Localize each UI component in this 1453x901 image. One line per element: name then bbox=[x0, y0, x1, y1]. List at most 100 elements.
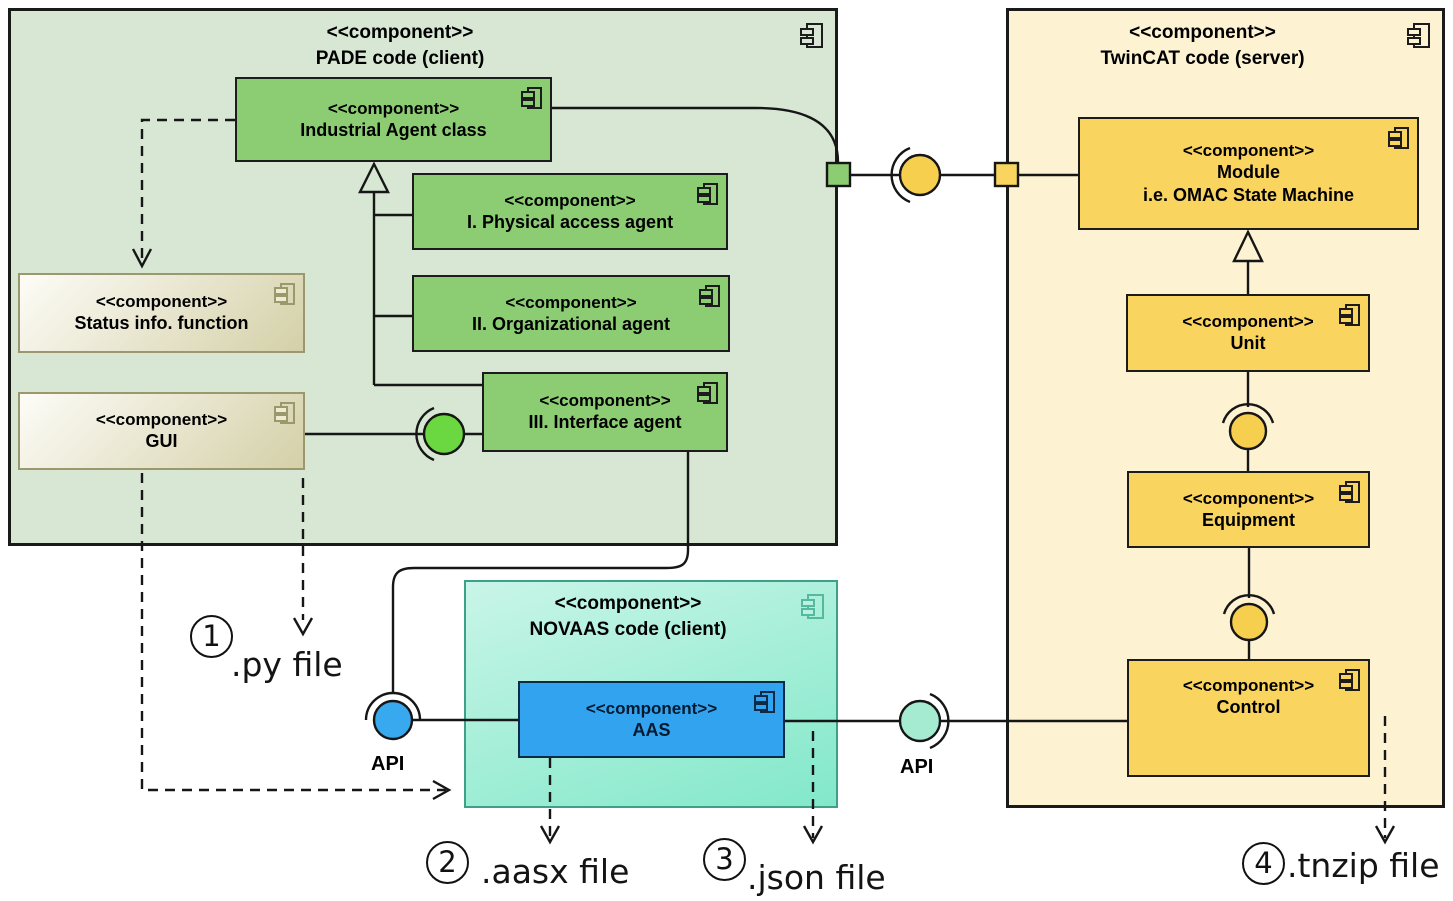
component-name: Industrial Agent class bbox=[300, 119, 487, 140]
stereotype-label: <<component>> bbox=[1182, 312, 1314, 331]
interface-unit-to-equipment bbox=[1221, 372, 1275, 471]
component-industrial-agent-class: <<component>> Industrial Agent class bbox=[235, 77, 552, 162]
component-name: Status info. function bbox=[74, 313, 249, 333]
component-module-omac-state-machine: <<component>> Module i.e. OMAC State Mac… bbox=[1078, 117, 1419, 230]
interface-pade-to-twincat bbox=[850, 146, 995, 204]
provided-interface-ball bbox=[1228, 411, 1268, 451]
annotation-label-tnzip-file: .tnzip file bbox=[1287, 846, 1440, 885]
component-icon bbox=[699, 285, 720, 307]
annotation-number-2: 2 bbox=[426, 841, 469, 884]
socket-arc bbox=[929, 692, 950, 750]
stereotype-label: <<component>> bbox=[554, 593, 702, 614]
stereotype-label: <<component>> bbox=[504, 190, 636, 210]
arrowhead bbox=[432, 779, 452, 801]
interface-equipment-to-control bbox=[1222, 548, 1276, 659]
port-pade bbox=[825, 161, 852, 188]
stereotype-label: <<component>> bbox=[1182, 676, 1315, 695]
arrowhead bbox=[292, 617, 314, 637]
stereotype-label: <<component>> bbox=[327, 98, 460, 118]
provided-interface-ball bbox=[372, 699, 414, 741]
annotation-label-py-file: .py file bbox=[231, 645, 343, 684]
stereotype-label: <<component>> bbox=[326, 22, 474, 43]
inheritance-triangle bbox=[358, 161, 390, 194]
socket-arc bbox=[364, 691, 422, 721]
provided-interface-ball bbox=[422, 412, 466, 456]
component-name: Equipment bbox=[1202, 509, 1295, 530]
component-name: Control bbox=[1216, 697, 1281, 717]
component-organizational-agent: <<component>> II. Organizational agent bbox=[412, 275, 730, 352]
dependency-aas-to-aasx-file bbox=[539, 758, 561, 845]
container-name: TwinCAT code (server) bbox=[1100, 48, 1305, 69]
connector-interface-agent-to-api bbox=[391, 452, 690, 693]
dependency-pade-to-py-file bbox=[292, 478, 314, 637]
annotation-label-aasx-file: .aasx file bbox=[481, 852, 630, 891]
annotation-number-3: 3 bbox=[703, 838, 746, 881]
arrowhead bbox=[131, 248, 153, 269]
annotation-number-1: 1 bbox=[190, 615, 233, 658]
inheritance-triangle bbox=[1232, 229, 1264, 263]
component-name: GUI bbox=[145, 431, 178, 451]
interface-gui-to-interface-agent bbox=[305, 406, 482, 462]
provided-interface-ball bbox=[898, 153, 942, 197]
component-icon bbox=[697, 382, 718, 404]
component-subtitle: i.e. OMAC State Machine bbox=[1142, 185, 1355, 205]
component-icon bbox=[800, 23, 823, 48]
generalization-agents-to-industrial-agent bbox=[358, 161, 482, 387]
interface-api-right bbox=[898, 692, 950, 750]
component-icon bbox=[754, 691, 775, 713]
dependency-novaas-to-json-file bbox=[802, 731, 824, 845]
component-status-info-function: <<component>> Status info. function bbox=[18, 273, 305, 353]
component-icon bbox=[274, 283, 295, 305]
stereotype-label: <<component>> bbox=[95, 292, 228, 311]
socket-arc bbox=[1221, 402, 1275, 424]
dependency-agent-to-status-info bbox=[131, 118, 235, 269]
component-equipment: <<component>> Equipment bbox=[1127, 471, 1370, 548]
stereotype-label: <<component>> bbox=[1182, 488, 1315, 508]
socket-arc bbox=[1222, 593, 1276, 615]
component-name: Unit bbox=[1230, 333, 1266, 353]
container-name: PADE code (client) bbox=[315, 48, 485, 69]
component-control: <<component>> Control bbox=[1127, 659, 1370, 777]
stereotype-label: <<component>> bbox=[1129, 22, 1276, 43]
component-icon bbox=[1407, 23, 1430, 48]
dependency-twincat-to-tnzip-file bbox=[1374, 716, 1396, 845]
container-name: NOVAAS code (client) bbox=[529, 619, 727, 640]
api-label-right: API bbox=[900, 756, 934, 778]
component-icon bbox=[1388, 127, 1409, 149]
component-icon bbox=[697, 183, 718, 205]
component-icon bbox=[1339, 481, 1360, 503]
stereotype-label: <<component>> bbox=[95, 410, 228, 429]
stereotype-label: <<component>> bbox=[585, 698, 718, 718]
arrowhead bbox=[539, 825, 561, 845]
component-icon bbox=[274, 402, 295, 424]
stereotype-label: <<component>> bbox=[539, 391, 671, 410]
provided-interface-ball bbox=[898, 699, 942, 743]
component-physical-access-agent: <<component>> I. Physical access agent bbox=[412, 173, 728, 250]
port-twincat bbox=[993, 161, 1020, 188]
component-icon bbox=[521, 87, 542, 109]
annotation-label-json-file: .json file bbox=[747, 858, 886, 897]
component-icon bbox=[1339, 669, 1360, 691]
stereotype-label: <<component>> bbox=[1182, 141, 1315, 160]
container-title: <<component>> TwinCAT code (server) bbox=[1009, 20, 1396, 72]
interface-api-left bbox=[364, 691, 518, 741]
component-unit: <<component>> Unit bbox=[1126, 294, 1370, 372]
component-name: Module bbox=[1217, 162, 1280, 182]
socket-arc bbox=[415, 406, 435, 462]
arrowhead bbox=[1374, 825, 1396, 845]
provided-interface-ball bbox=[1229, 602, 1269, 642]
dependency-gui-to-novaas bbox=[140, 473, 452, 801]
component-icon bbox=[1339, 304, 1360, 326]
component-aas: <<component>> AAS bbox=[518, 681, 785, 758]
component-name: III. Interface agent bbox=[528, 412, 682, 432]
component-interface-agent: <<component>> III. Interface agent bbox=[482, 372, 728, 452]
container-title: <<component>> PADE code (client) bbox=[11, 20, 789, 72]
connector-agent-to-port bbox=[552, 106, 840, 163]
component-gui: <<component>> GUI bbox=[18, 392, 305, 470]
component-name: AAS bbox=[632, 719, 671, 740]
socket-arc bbox=[890, 146, 911, 204]
generalization-unit-to-module bbox=[1232, 229, 1264, 294]
arrowhead bbox=[802, 825, 824, 845]
component-name: I. Physical access agent bbox=[466, 211, 674, 232]
